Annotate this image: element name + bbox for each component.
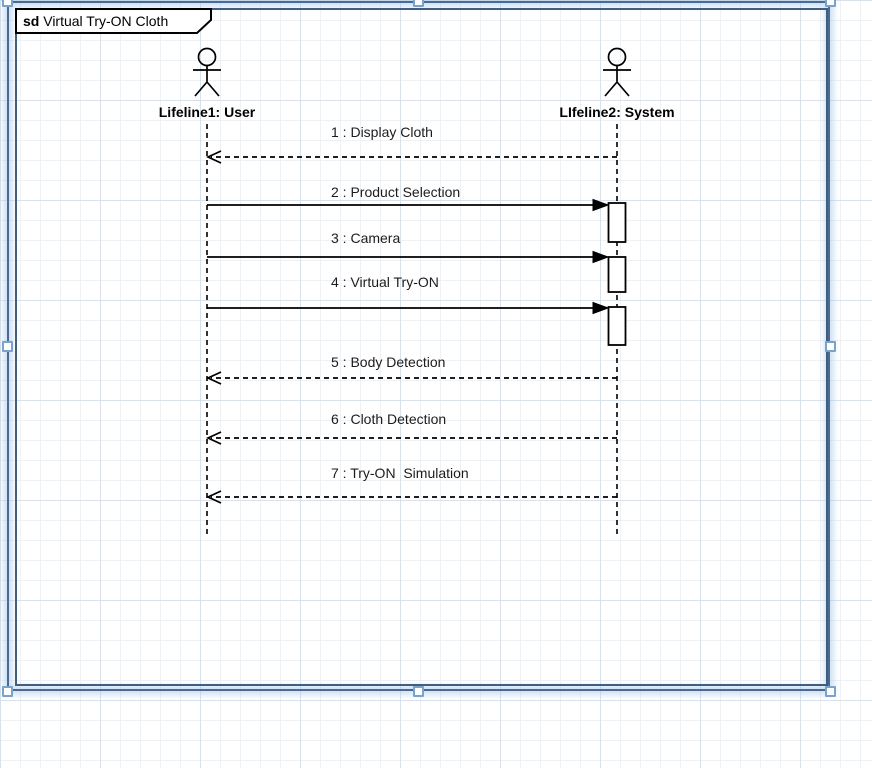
handle-mid-left[interactable] — [1, 340, 13, 352]
handle-top-center[interactable] — [412, 0, 424, 7]
actor-system-head-icon[interactable] — [607, 47, 627, 67]
actor-user-head-icon[interactable] — [197, 47, 217, 67]
message-arrowhead-3 — [592, 250, 610, 264]
message-label-2[interactable]: 2 : Product Selection — [331, 184, 461, 200]
message-arrowhead-1 — [205, 150, 222, 164]
message-arrowhead-6 — [205, 431, 222, 445]
handle-bottom-right[interactable] — [824, 685, 836, 697]
handle-bottom-left[interactable] — [1, 685, 13, 697]
handle-top-right[interactable] — [824, 0, 836, 7]
message-label-5[interactable]: 5 : Body Detection — [331, 354, 446, 370]
message-arrowhead-4 — [592, 301, 610, 315]
handle-bottom-center[interactable] — [412, 685, 424, 697]
message-label-1[interactable]: 1 : Display Cloth — [331, 124, 433, 140]
message-label-4[interactable]: 4 : Virtual Try-ON — [331, 274, 439, 290]
message-label-3[interactable]: 3 : Camera — [331, 230, 401, 246]
message-arrowhead-5 — [205, 371, 222, 385]
message-arrowhead-7 — [205, 490, 222, 504]
frame-title-text: Virtual Try-ON Cloth — [43, 13, 169, 29]
handle-top-left[interactable] — [1, 0, 13, 7]
actor-user-label[interactable]: Lifeline1: User — [158, 104, 256, 120]
activation-bar-1[interactable] — [607, 202, 627, 243]
message-label-7[interactable]: 7 : Try-ON Simulation — [331, 465, 469, 481]
message-arrowhead-2 — [592, 198, 610, 212]
actor-system-body-icon[interactable] — [603, 65, 631, 97]
activation-bar-2[interactable] — [607, 256, 627, 293]
actor-system-label[interactable]: LIfeline2: System — [559, 104, 675, 120]
frame-keyword: sd — [23, 13, 40, 29]
handle-mid-right[interactable] — [824, 340, 836, 352]
activation-bar-3[interactable] — [607, 306, 627, 346]
actor-user-body-icon[interactable] — [193, 65, 221, 97]
message-label-6[interactable]: 6 : Cloth Detection — [331, 411, 447, 427]
frame-name-pentagon[interactable] — [15, 8, 212, 34]
frame-title[interactable]: sd Virtual Try-ON Cloth — [23, 13, 168, 29]
